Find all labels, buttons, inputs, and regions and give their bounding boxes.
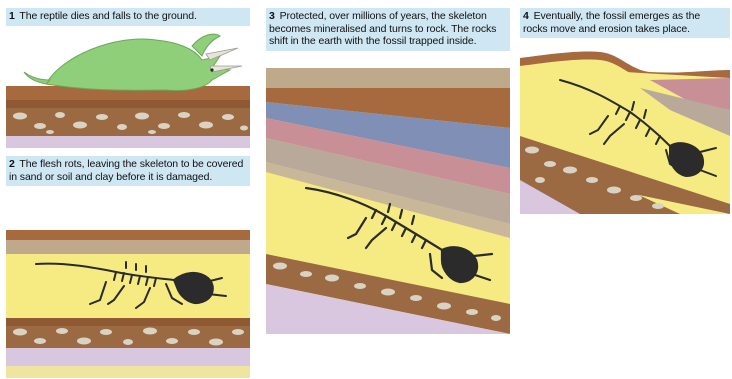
step-1-text: The reptile dies and falls to the ground…	[19, 10, 196, 22]
step-4-number: 4	[523, 10, 529, 22]
step-3-text: Protected, over millions of years, the s…	[269, 10, 496, 47]
step-1-number: 1	[9, 10, 15, 22]
step-3-illustration	[266, 68, 510, 334]
step-4-illustration	[520, 40, 730, 214]
step-3-caption: 3 Protected, over millions of years, the…	[266, 8, 510, 51]
step-2-illustration	[6, 202, 250, 378]
step-2-text: The flesh rots, leaving the skeleton to …	[9, 158, 243, 183]
step-2-number: 2	[9, 158, 15, 170]
step-4-caption: 4 Eventually, the fossil emerges as the …	[520, 8, 730, 38]
step-3-panel: 3 Protected, over millions of years, the…	[266, 8, 510, 334]
step-3-number: 3	[269, 10, 275, 22]
step-2-panel: 2 The flesh rots, leaving the skeleton t…	[6, 156, 250, 378]
step-4-panel: 4 Eventually, the fossil emerges as the …	[520, 8, 730, 214]
step-1-illustration	[6, 26, 250, 148]
step-1-caption: 1 The reptile dies and falls to the grou…	[6, 8, 250, 26]
step-1-panel: 1 The reptile dies and falls to the grou…	[6, 8, 250, 148]
step-4-text: Eventually, the fossil emerges as the ro…	[523, 10, 700, 35]
step-2-caption: 2 The flesh rots, leaving the skeleton t…	[6, 156, 250, 186]
